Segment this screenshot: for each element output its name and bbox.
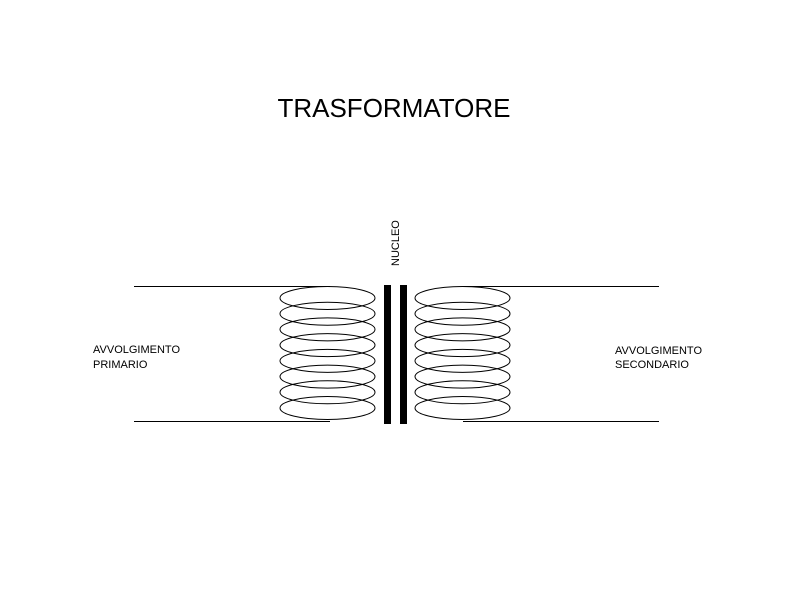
secondary-coil-turn	[414, 301, 511, 326]
primary-coil-turn	[279, 380, 376, 405]
core-bar-left	[384, 285, 391, 424]
primary-coil-turn	[279, 364, 376, 389]
core-bar-right	[400, 285, 407, 424]
secondary-coil-turn	[414, 380, 511, 405]
secondary-coil-turn	[414, 333, 511, 358]
secondary-label-line1: AVVOLGIMENTO	[615, 345, 702, 357]
primary-coil-turn	[279, 317, 376, 342]
primary-coil-turn	[279, 286, 376, 310]
secondary-coil-turn	[414, 317, 511, 342]
primary-coil-turn	[279, 333, 376, 358]
secondary-coil-turn	[414, 396, 511, 420]
primary-coil	[279, 286, 376, 420]
secondary-label: AVVOLGIMENTO SECONDARIO	[615, 345, 705, 371]
primary-coil-turn	[279, 396, 376, 420]
secondary-coil-turn	[414, 348, 511, 373]
secondary-coil-turn	[414, 364, 511, 389]
primary-coil-turn	[279, 348, 376, 373]
primary-label-line2: PRIMARIO	[93, 359, 148, 371]
secondary-label-line2: SECONDARIO	[615, 359, 689, 371]
secondary-coil	[414, 286, 511, 420]
core-label: NUCLEO	[390, 220, 402, 266]
primary-coil-turn	[279, 301, 376, 326]
diagram-title: TRASFORMATORE	[277, 93, 510, 123]
primary-label: AVVOLGIMENTO PRIMARIO	[93, 344, 183, 371]
primary-label-line1: AVVOLGIMENTO	[93, 344, 180, 356]
secondary-coil-turn	[414, 286, 511, 310]
